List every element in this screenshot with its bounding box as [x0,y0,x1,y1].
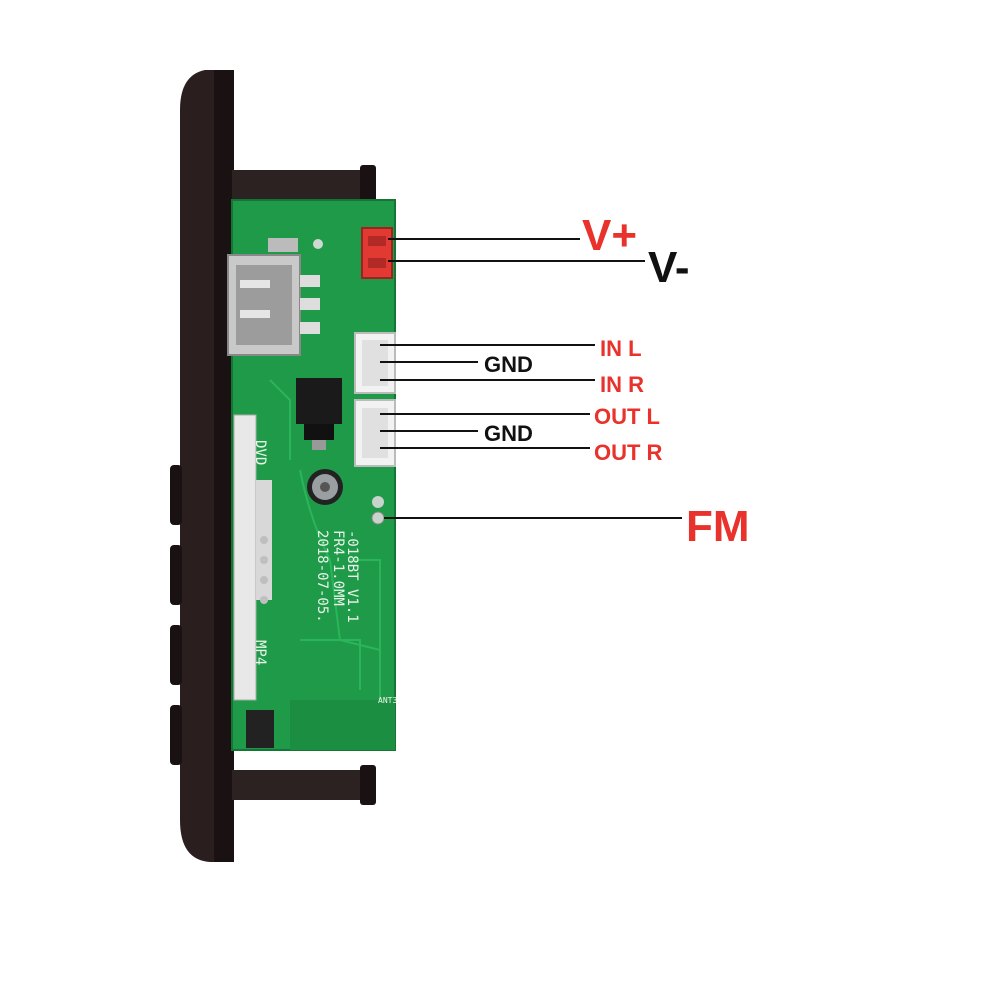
standoff-top [232,165,376,205]
fm-pads [371,496,385,525]
antenna-strip [290,700,395,750]
board-marking-model: -018BT V1.1 [344,530,360,623]
standoff-bottom [232,765,376,805]
board-marking-part: FR4-1.0MM [330,530,346,606]
audio-out-connector [354,399,396,467]
board-marking-dvd: DVD [252,440,268,465]
label-fm: FM [686,502,750,551]
label-out-r: OUT R [594,440,663,465]
label-v-plus: V+ [582,211,637,260]
board-marking-date: 2018-07-05. [314,530,330,623]
label-in-l: IN L [600,336,642,361]
label-gnd-in: GND [484,352,533,377]
board-marking-ant: ANT3 [378,696,397,705]
usb-port [227,238,301,356]
label-gnd-out: GND [484,421,533,446]
voltage-regulator [296,378,342,450]
smd-components [300,239,323,334]
power-connector [361,227,393,279]
bottom-connector [246,710,274,748]
callout-lines [380,238,682,519]
label-out-l: OUT L [594,404,660,429]
board-marking-mp4: MP4 [252,640,268,665]
label-in-r: IN R [600,372,644,397]
ribbon-connector [233,414,272,701]
label-v-minus: V- [648,243,690,292]
front-panel [170,70,234,862]
capacitor [307,469,343,505]
